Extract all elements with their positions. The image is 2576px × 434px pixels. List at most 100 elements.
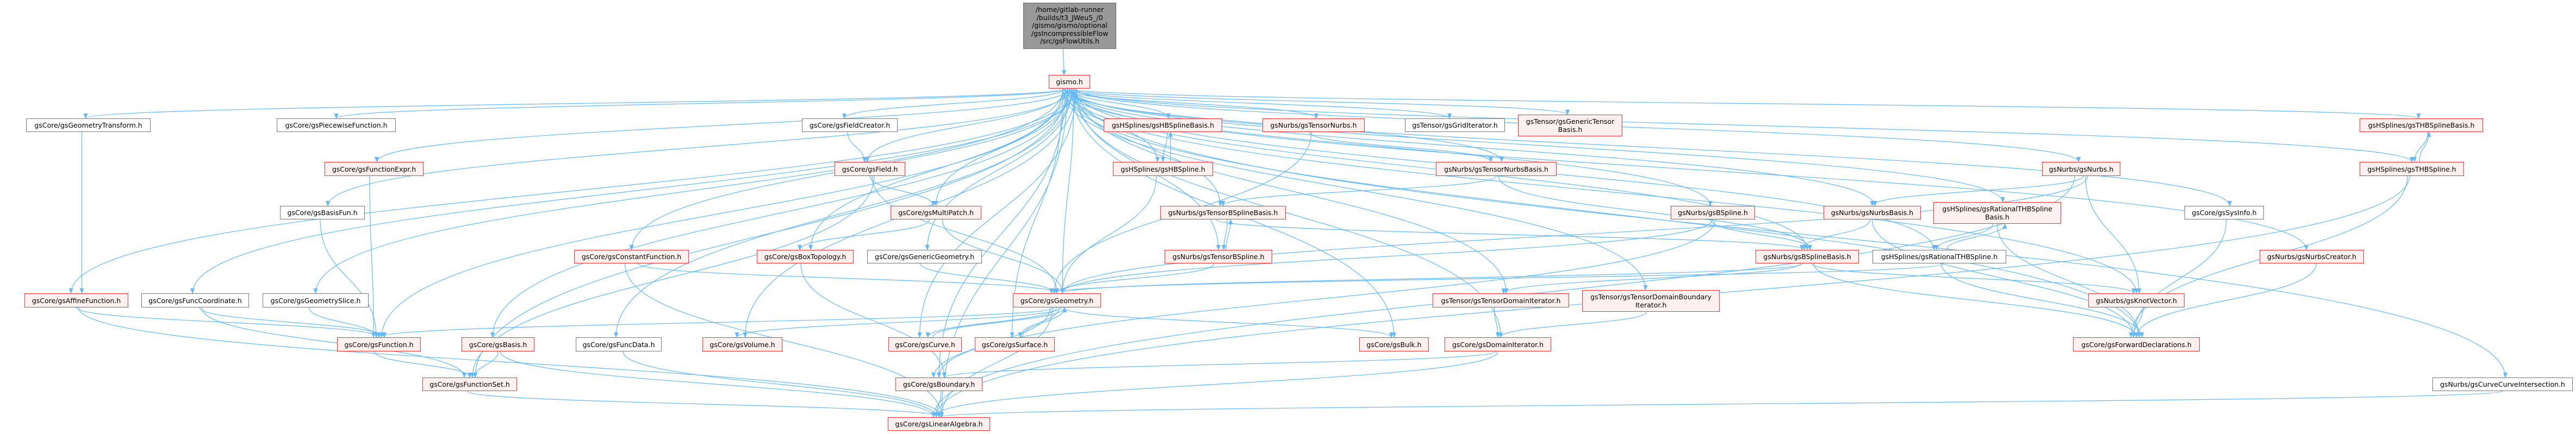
node-bspline-basis[interactable]: gsNurbs/gsBSplineBasis.h [1756,250,1859,263]
edge-gismo-to-generic-tensor-basis [1069,88,1570,115]
edge-function-expr-to-function [369,175,376,338]
node-func-data[interactable]: gsCore/gsFuncData.h [576,337,662,351]
node-function[interactable]: gsCore/gsFunction.h [337,337,421,351]
node-bulk[interactable]: gsCore/gsBulk.h [1359,337,1429,351]
node-surface[interactable]: gsCore/gsSurface.h [975,337,1055,351]
edge-curve-to-geometry [932,307,1067,338]
edge-gismo-to-linear-algebra [939,88,1068,418]
node-hbspline-basis[interactable]: gsHSplines/gsHBSplineBasis.h [1104,118,1222,132]
node-function-expr[interactable]: gsCore/gsFunctionExpr.h [325,162,424,176]
edge-geometry-to-volume [735,307,1062,338]
edge-tensor-bspline-basis-to-tensor-bspline [1222,219,1228,250]
edge-tensor-nurbs-basis-to-tensor-bspline-basis [1221,175,1497,206]
node-nurbs[interactable]: gsNurbs/gsNurbs.h [2042,162,2120,176]
node-tensor-bspline-basis[interactable]: gsNurbs/gsTensorBSplineBasis.h [1160,206,1286,219]
node-rational-thbspline-basis[interactable]: gsHSplines/gsRationalTHBSpline Basis.h [1933,202,2061,224]
edge-affine-function-to-function [76,307,381,338]
node-tensor-nurbs[interactable]: gsNurbs/gsTensorNurbs.h [1262,118,1365,132]
edge-constant-function-to-geometry [637,263,1059,294]
edge-tensor-domain-iterator-to-domain-iterator [1494,307,1500,338]
node-box-topology[interactable]: gsCore/gsBoxTopology.h [757,250,854,263]
edge-tensor-nurbs-basis-to-bspline-basis [1498,175,1812,250]
edge-rational-thbspline-to-rational-thbspline-basis [1946,223,2007,250]
node-basis[interactable]: gsCore/gsBasis.h [462,337,534,351]
edge-hbspline-basis-to-hbspline [1161,131,1168,162]
node-tensor-nurbs-basis[interactable]: gsNurbs/gsTensorNurbsBasis.h [1436,162,1557,176]
edge-gismo-to-sys-info [1067,88,2232,206]
node-knot-vector[interactable]: gsNurbs/gsKnotVector.h [2088,293,2185,307]
node-thbspline[interactable]: gsHSplines/gsTHBSpline.h [2360,162,2464,176]
node-curve[interactable]: gsCore/gsCurve.h [888,337,962,351]
edge-geometry-slice-to-function [308,307,378,338]
node-root[interactable]: /home/gitlab-runner /builds/t3_JWeu5_/0 … [1023,3,1116,49]
node-nurbs-basis[interactable]: gsNurbs/gsNurbsBasis.h [1824,206,1921,219]
node-func-coordinate[interactable]: gsCore/gsFuncCoordinate.h [141,293,249,307]
edge-thbspline-basis-to-thbspline [2412,131,2429,162]
edge-root-to-gismo [1061,48,1066,76]
node-grid-iterator[interactable]: gsTensor/gsGridIterator.h [1405,118,1505,132]
edge-gismo-to-tensor-domain-iterator [1075,88,1509,294]
edge-geometry-to-function [377,307,1055,338]
node-geometry[interactable]: gsCore/gsGeometry.h [1013,293,1101,307]
node-tensor-domain-boundary-iterator[interactable]: gsTensor/gsTensorDomainBoundary Iterator… [1582,290,1720,312]
node-function-set[interactable]: gsCore/gsFunctionSet.h [422,378,517,391]
edge-gismo-to-grid-iterator [1067,88,1452,119]
node-geometry-slice[interactable]: gsCore/gsGeometrySlice.h [263,293,369,307]
node-tensor-domain-iterator[interactable]: gsTensor/gsTensorDomainIterator.h [1433,293,1569,307]
node-sys-info[interactable]: gsCore/gsSysInfo.h [2185,206,2264,219]
edge-gismo-to-function-set [473,88,1068,378]
node-affine-function[interactable]: gsCore/gsAffineFunction.h [24,293,128,307]
edge-gismo-to-field [865,88,1068,162]
edge-field-creator-to-field [847,131,867,162]
node-hbspline[interactable]: gsHSplines/gsHBSpline.h [1113,162,1213,176]
node-rational-thbspline[interactable]: gsHSplines/gsRationalTHBSpline.h [1872,250,2006,263]
edge-basis-to-linear-algebra [500,351,936,418]
node-linear-algebra[interactable]: gsCore/gsLinearAlgebra.h [888,417,990,431]
edge-multi-patch-to-box-topology [798,219,930,250]
edge-curve-curve-intersection-to-linear-algebra [937,391,2503,418]
edge-nurbs-creator-to-forward-declarations [2134,263,2317,338]
node-volume[interactable]: gsCore/gsVolume.h [702,337,782,351]
node-bspline[interactable]: gsNurbs/gsBSpline.h [1671,206,1755,219]
edge-func-coordinate-to-function-set [201,307,466,378]
edge-gismo-to-basis [490,88,1070,338]
edge-sys-info-to-forward-declarations [2131,219,2227,338]
node-basis-fun[interactable]: gsCore/gsBasisFun.h [280,206,365,219]
node-boundary[interactable]: gsCore/gsBoundary.h [895,378,982,391]
edge-tensor-bspline-to-geometry [1055,263,1215,294]
edge-geometry-to-linear-algebra [939,307,1053,418]
edge-generic-geometry-to-geometry [919,263,1056,294]
edge-gismo-to-generic-geometry [925,88,1072,250]
node-constant-function[interactable]: gsCore/gsConstantFunction.h [574,250,689,263]
edge-bspline-to-bspline-basis [1710,219,1812,250]
node-forward-declarations[interactable]: gsCore/gsForwardDeclarations.h [2073,337,2200,351]
node-generic-tensor-basis[interactable]: gsTensor/gsGenericTensor Basis.h [1518,115,1622,136]
edge-func-data-to-linear-algebra [623,351,938,418]
edge-rational-thbspline-to-forward-declarations [1941,263,2144,338]
edge-gismo-to-func-data [614,88,1072,338]
node-domain-iterator[interactable]: gsCore/gsDomainIterator.h [1445,337,1551,351]
edge-gismo-to-function [379,88,1066,338]
edge-tensor-nurbs-to-tensor-nurbs-basis [1309,131,1493,162]
node-gismo[interactable]: gismo.h [1049,75,1090,89]
edge-basis-to-function-set [473,351,499,378]
edge-function-set-to-linear-algebra [467,391,944,418]
edge-gismo-to-piecewise-function [334,88,1068,119]
edge-domain-iterator-to-linear-algebra [931,351,1498,418]
edge-gismo-to-box-topology [808,88,1063,250]
edge-gismo-to-forward-declarations [1065,88,2142,338]
node-piecewise-function[interactable]: gsCore/gsPiecewiseFunction.h [277,118,396,132]
node-field-creator[interactable]: gsCore/gsFieldCreator.h [802,118,898,132]
node-tensor-bspline[interactable]: gsNurbs/gsTensorBSpline.h [1165,250,1272,263]
node-field[interactable]: gsCore/gsField.h [835,162,905,176]
node-multi-patch[interactable]: gsCore/gsMultiPatch.h [891,206,981,219]
node-nurbs-creator[interactable]: gsNurbs/gsNurbsCreator.h [2260,250,2364,263]
edge-box-topology-to-boundary [800,263,947,378]
edge-gismo-to-boundary [937,88,1066,378]
node-curve-curve-intersection[interactable]: gsNurbs/gsCurveCurveIntersection.h [2432,378,2573,391]
node-geometry-transform[interactable]: gsCore/gsGeometryTransform.h [26,118,151,132]
node-generic-geometry[interactable]: gsCore/gsGenericGeometry.h [867,250,982,263]
node-thbspline-basis[interactable]: gsHSplines/gsTHBSplineBasis.h [2360,118,2483,132]
edge-bspline-basis-to-tensor-domain-iterator [1501,263,1801,294]
edge-gismo-to-rational-thbspline-basis [1071,88,2005,203]
